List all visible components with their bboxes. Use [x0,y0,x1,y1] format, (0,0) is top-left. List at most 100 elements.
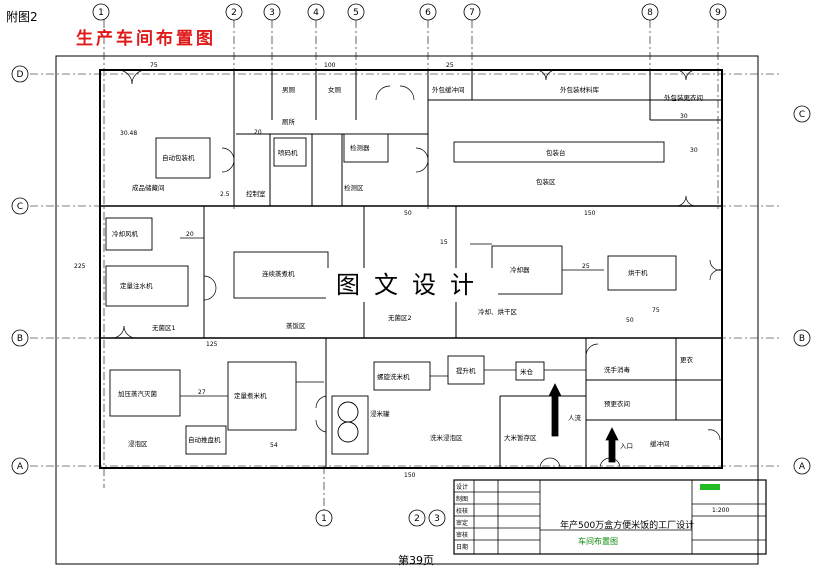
dim-38: 30 [680,113,688,120]
axis-col-8: 8 [647,8,653,18]
axis-col-1-bottom: 1 [321,514,327,524]
axis-bubble-1b [315,509,333,527]
room-inspect-zone: 检测区 [344,183,364,192]
room-sterile2: 无菌区2 [388,313,412,322]
label-entrance: 入口 [620,442,633,450]
room-rice-store: 大米暂存区 [504,433,537,442]
rice-cooker-box [227,361,297,431]
column-axis-bubbles [92,3,727,527]
label-auto-feeder: 自动推盘机 [188,435,221,444]
room-outer-buffer: 外包缓冲间 [432,85,465,94]
tb-row-4: 审定 [456,519,468,527]
label-cooler: 冷却风机 [112,229,139,238]
drawing-title: 生产车间布置图 [76,29,216,49]
tb-row-3: 校核 [456,507,468,515]
wash-tank-a [337,401,359,423]
label-rice-polish: 米仓 [520,367,534,376]
axis-col-2: 2 [231,8,237,18]
axis-row-C-right: C [799,110,805,120]
room-sterile1: 无菌区1 [152,323,176,332]
axis-bubble-2 [225,3,243,21]
title-block-project: 年产500万盒方便米饭的工厂设计 [560,521,695,531]
dim-20b: 20 [186,231,194,238]
rice-polish-box [515,361,545,381]
dim-30.48: 30.48 [120,130,137,137]
dim-30: 30 [690,147,698,154]
label-rice-cooker: 定量煮米机 [234,391,267,400]
label-dryer: 烘干机 [628,268,648,277]
axis-col-2-bottom: 2 [414,514,420,524]
room-pre-pack: 预更衣间 [604,399,630,408]
room-toilet-a: 男厕 [282,86,296,94]
tb-row-6: 日期 [456,543,468,551]
room-wash-zone: 浸泡区 [128,439,148,448]
label-rice-soak: 螺旋洗米机 [377,372,410,381]
title-block-drawing-name: 车间布置图 [578,537,618,546]
axis-col-7: 7 [469,8,475,18]
room-toilet-sub: 厕所 [282,117,296,126]
dim-25b: 25 [582,263,590,270]
label-cool-machine: 冷却器 [510,265,530,274]
dim-100: 100 [324,62,336,69]
axis-bubble-7 [463,3,481,21]
axis-row-A: A [17,462,24,472]
axis-row-B: B [17,334,23,344]
dim-150: 150 [584,210,596,217]
axis-row-D: D [17,70,24,80]
room-finished-store: 成品储藏间 [132,183,165,192]
auto-pack-machine [155,137,211,179]
doors [111,69,723,469]
dim-15: 15 [440,239,448,246]
axis-col-4: 4 [313,8,319,18]
dim-20: 20 [254,129,262,136]
auto-feeder-box [185,425,227,455]
axis-bubble-8 [641,3,659,21]
tb-row-2: 制图 [456,495,468,503]
room-hand-wash: 洗手消毒 [604,365,631,374]
inspect-machine [343,133,389,163]
label-auto-pack: 自动包装机 [162,153,195,162]
axis-bubble-5 [347,3,365,21]
dim-25: 25 [446,62,454,69]
tb-row-1: 设计 [456,483,468,491]
pack-table [453,141,665,163]
dim-27: 27 [198,389,206,396]
axis-bubble-4 [307,3,325,21]
tb-row-5: 审核 [456,531,468,539]
wash-tank-b [337,421,359,443]
label-steam-rice: 定量注水机 [120,281,153,290]
pressure-cooker [109,369,181,417]
dim-75b: 75 [652,307,660,314]
room-control: 控制室 [246,189,266,198]
axis-bubble-9 [709,3,727,21]
axis-bubble-6 [419,3,437,21]
dim-54: 54 [270,442,278,449]
watermark: 图文设计 [326,268,498,302]
label-lift: 提升机 [456,366,476,375]
room-change: 更衣 [680,355,694,364]
axis-col-6: 6 [425,8,431,18]
axis-col-1: 1 [98,8,104,18]
room-pack-zone: 包装区 [536,177,556,186]
dim-50b: 50 [626,317,634,324]
axis-bubble-2b [408,509,426,527]
axis-bubble-3b [428,509,446,527]
axis-bubble-3 [263,3,281,21]
axis-row-B-right: B [799,334,805,344]
label-pack-line: 包装台 [546,148,566,157]
room-outer-storage: 外包装材料库 [560,85,600,94]
sheet-border [55,55,759,565]
title-block [453,479,767,555]
sorter-machine [273,137,307,167]
label-pressure-cooker: 加压蒸汽灭菌 [118,389,158,398]
figure-label: 附图2 [6,10,38,24]
dim-50: 50 [404,210,412,217]
room-toilet-b: 女厕 [328,85,342,94]
room-outer-change: 外包装更衣间 [664,93,703,102]
dim-2.5: 2.5 [220,191,230,198]
tb-scale: 1:200 [712,507,729,514]
axis-col-3-bottom: 3 [434,514,440,524]
steam-rice-machine [105,265,189,307]
rice-soak-box [373,361,431,391]
